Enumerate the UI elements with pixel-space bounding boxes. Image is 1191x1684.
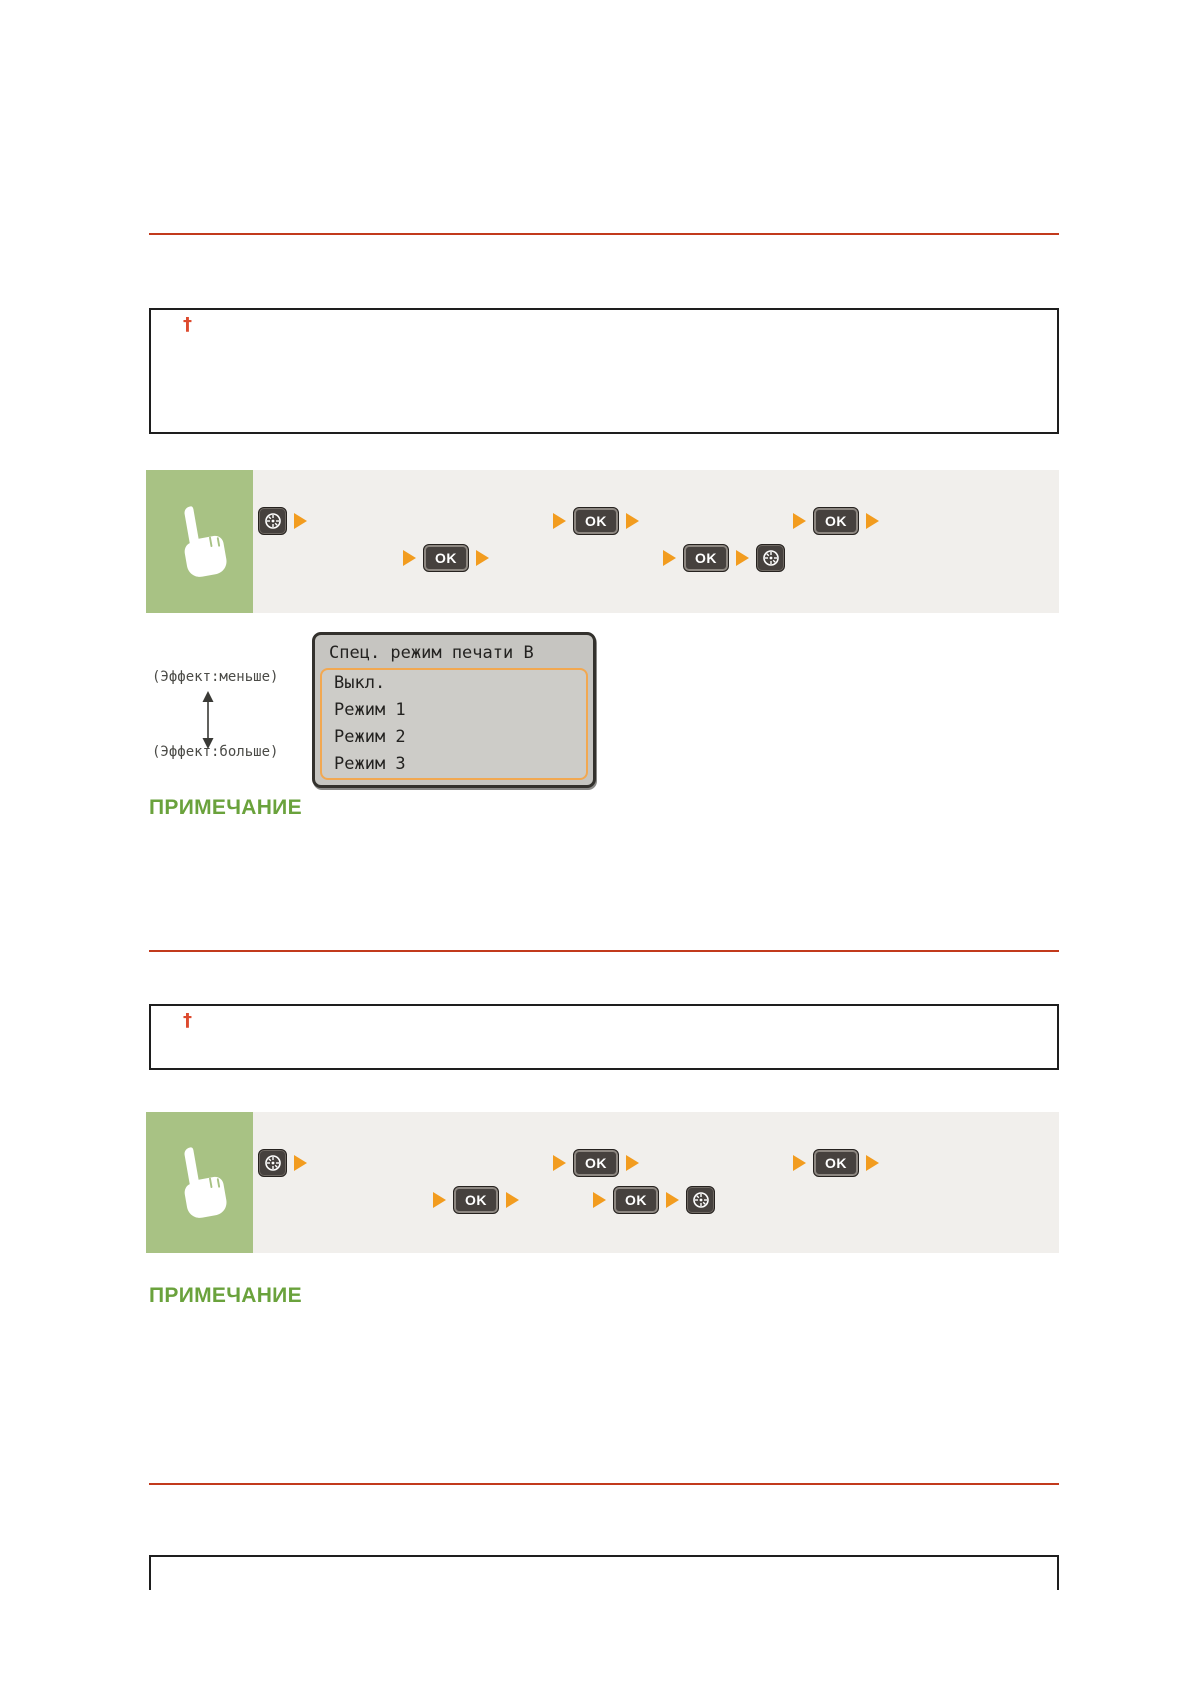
step-arrow-icon [866,1155,879,1171]
procedure-row: OK OK OK OK [146,1112,1059,1253]
ok-key: OK [573,507,619,535]
note-heading: ПРИМЕЧАНИЕ [149,1284,302,1307]
ok-key: OK [573,1149,619,1177]
ok-key: OK [813,1149,859,1177]
procedure-step-line: OK OK [253,1148,1059,1178]
up-down-arrow-icon [202,691,214,749]
procedure-steps-bar: OK OK OK OK [253,470,1059,613]
step-arrow-icon [433,1192,446,1208]
pointing-hand-icon [184,506,227,577]
step-arrow-icon [506,1192,519,1208]
menu-key-icon [258,1149,287,1177]
procedure-step-line: OK OK [253,506,1059,536]
section-rule [149,950,1059,952]
menu-key-icon [756,544,785,572]
procedure-steps-bar: OK OK OK OK [253,1112,1059,1253]
footnote-box: † [149,1004,1059,1070]
ok-key: OK [423,544,469,572]
section-rule [149,1483,1059,1485]
step-arrow-icon [626,513,639,529]
effect-more-label: (Эффект:больше) [152,744,279,760]
step-arrow-icon [403,550,416,566]
step-arrow-icon [666,1192,679,1208]
lcd-menu-item: Выкл. [334,673,386,693]
lcd-screen: Спец. режим печати B Выкл. Режим 1 Режим… [312,632,596,788]
step-arrow-icon [866,513,879,529]
menu-key-icon [258,507,287,535]
lcd-menu-list: Выкл. Режим 1 Режим 2 Режим 3 [320,668,588,780]
lcd-menu-item: Режим 1 [334,700,406,720]
dagger-footnote-marker: † [183,314,192,335]
step-arrow-icon [553,513,566,529]
step-arrow-icon [626,1155,639,1171]
step-arrow-icon [663,550,676,566]
section-rule [149,233,1059,235]
step-arrow-icon [793,1155,806,1171]
ok-key: OK [683,544,729,572]
dagger-footnote-marker: † [183,1010,192,1031]
procedure-hand-panel [146,1112,253,1253]
step-arrow-icon [736,550,749,566]
step-arrow-icon [793,513,806,529]
step-arrow-icon [294,1155,307,1171]
ok-key: OK [613,1186,659,1214]
note-heading: ПРИМЕЧАНИЕ [149,796,302,819]
step-arrow-icon [553,1155,566,1171]
ok-key: OK [813,507,859,535]
procedure-step-line: OK OK [253,1185,1059,1215]
bottom-table-box [149,1555,1059,1590]
step-arrow-icon [294,513,307,529]
lcd-menu-item: Режим 2 [334,727,406,747]
procedure-hand-panel [146,470,253,613]
step-arrow-icon [476,550,489,566]
procedure-row: OK OK OK OK [146,470,1059,613]
lcd-title: Спец. режим печати B [329,643,534,663]
effect-less-label: (Эффект:меньше) [152,669,279,685]
pointing-hand-icon [184,1147,227,1218]
lcd-menu-item: Режим 3 [334,754,406,774]
step-arrow-icon [593,1192,606,1208]
procedure-step-line: OK OK [253,543,1059,573]
ok-key: OK [453,1186,499,1214]
menu-key-icon [686,1186,715,1214]
footnote-box: † [149,308,1059,434]
